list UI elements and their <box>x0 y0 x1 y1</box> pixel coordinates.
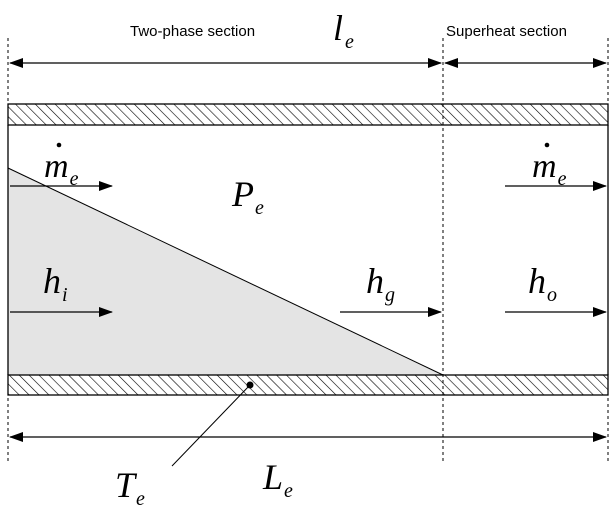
saturated-vapor-enthalpy-symbol: hg <box>366 261 395 306</box>
mass-flow-symbol-inlet: me <box>44 148 79 190</box>
pressure-symbol: Pe <box>231 174 264 219</box>
superheat-section-label: Superheat section <box>446 23 567 40</box>
top-tube-wall <box>7 103 609 126</box>
phase-boundary-line <box>7 167 444 376</box>
mass-flow-dot-outlet <box>544 142 550 148</box>
wall-temperature-symbol: Te <box>115 465 145 510</box>
mass-flow-dot-inlet <box>56 142 62 148</box>
wall-temperature-leader <box>171 384 251 467</box>
two-phase-section-label: Two-phase section <box>130 23 255 40</box>
mass-flow-symbol-outlet: me <box>532 148 567 190</box>
total-length-symbol: Le <box>262 457 293 502</box>
bottom-tube-wall <box>7 374 609 396</box>
outlet-enthalpy-symbol: ho <box>528 261 557 306</box>
inlet-enthalpy-symbol: hi <box>43 261 68 306</box>
